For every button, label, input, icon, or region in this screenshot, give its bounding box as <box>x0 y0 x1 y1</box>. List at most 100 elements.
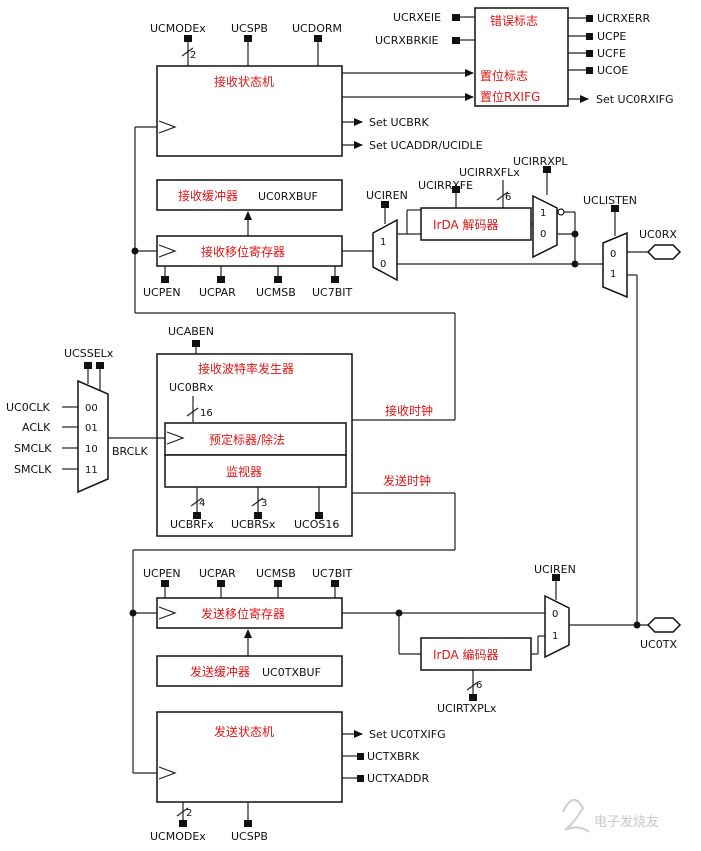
rx-state-machine-title: 接收状态机 <box>214 74 274 89</box>
monitor-title: 监视器 <box>226 464 262 479</box>
watermark-text: 电子发烧友 <box>594 814 659 830</box>
label-six-rx: 6 <box>505 192 511 203</box>
set-rxifg-label: 置位RXIFG <box>480 89 540 104</box>
label-uc7bit-tx: UC7BIT <box>312 567 353 580</box>
irda-decoder-box <box>420 207 532 241</box>
label-ucmsb-tx: UCMSB <box>256 567 296 580</box>
rx-irda-group: UCIREN 1 0 UCIRRXFE 6 UCIRRXFLx IrDA 解码器… <box>366 155 682 625</box>
label-uc0rxbuf: UC0RXBUF <box>258 190 318 203</box>
error-flag-box <box>474 7 569 107</box>
label-ucpar-rx: UCPAR <box>199 286 236 299</box>
tx-state-machine-title: 发送状态机 <box>214 724 274 739</box>
label-ucirrxflx: UCIRRXFLx <box>459 166 520 179</box>
set-flag-label: 置位标志 <box>480 68 528 83</box>
mux-tx-1: 1 <box>552 631 558 642</box>
label-ucirrxfe: UCIRRXFE <box>418 179 473 192</box>
label-ucbrsx: UCBRSx <box>231 518 276 531</box>
label-ucpen-rx: UCPEN <box>143 286 181 299</box>
label-ucirtxplx: UCIRTXPLx <box>437 702 497 715</box>
tx-state-machine-box <box>156 711 343 803</box>
uc0tx-port <box>646 617 682 633</box>
mux-l-0: 0 <box>610 249 616 260</box>
uc0rx-port <box>646 244 682 260</box>
label-uctxaddr: UCTXADDR <box>367 772 429 785</box>
tx-state-machine-group: 发送状态机 Set UC0TXIFG UCTXBRK UCTXADDR 2 UC… <box>133 711 446 843</box>
label-ucspb-bot: UCSPB <box>231 830 268 843</box>
rx-polarity-mux <box>532 194 558 259</box>
label-set-uc0txifg: Set UC0TXIFG <box>369 728 446 741</box>
label-ucdorm: UCDORM <box>292 22 342 35</box>
label-ucpar-tx: UCPAR <box>199 567 236 580</box>
mux-pl-0: 0 <box>540 229 546 240</box>
label-brclk: BRCLK <box>112 445 148 458</box>
tx-buffer-title: 发送缓冲器 <box>190 664 250 679</box>
label-ucrxerr: UCRXERR <box>597 12 651 25</box>
rx-clock-label: 接收时钟 <box>385 403 433 418</box>
mux-rx-0: 0 <box>380 259 386 270</box>
mux-tx-0: 0 <box>552 609 558 620</box>
label-ucspb-top: UCSPB <box>231 22 268 35</box>
label-ucpen-tx: UCPEN <box>143 567 181 580</box>
watermark-group: 电子发烧友 <box>562 799 659 833</box>
label-ucpe: UCPE <box>597 30 626 43</box>
label-ucaben: UCABEN <box>168 325 214 338</box>
mux-rx-1: 1 <box>380 237 386 248</box>
irda-decoder-title: IrDA 解码器 <box>433 218 499 232</box>
rx-ir-mux <box>372 218 398 282</box>
label-ucmodex-top: UCMODEx <box>150 22 206 35</box>
label-ucrxeie: UCRXEIE <box>393 11 441 24</box>
label-ucirrxpl: UCIRRXPL <box>513 155 568 168</box>
label-ucmodex-bot: UCMODEx <box>150 830 206 843</box>
label-smclk-2: SMCLK <box>14 463 52 476</box>
tx-data-path-group: UCPEN UCPAR UCMSB UC7BIT 发送移位寄存器 发送缓冲器 U… <box>129 563 682 715</box>
rx-shift-register-title: 接收移位寄存器 <box>201 244 285 259</box>
label-three: 3 <box>261 498 267 509</box>
label-two-top: 2 <box>190 50 196 61</box>
mux-pl-1: 1 <box>540 208 546 219</box>
sel-11: 11 <box>85 465 98 476</box>
label-uc0rx: UC0RX <box>639 228 677 241</box>
sel-00: 00 <box>85 403 98 414</box>
label-six-tx: 6 <box>476 680 482 691</box>
label-sixteen: 16 <box>200 408 213 419</box>
label-aclk: ACLK <box>22 421 51 434</box>
tx-clock-label: 发送时钟 <box>383 473 431 488</box>
rx-buffer-box <box>156 179 343 211</box>
tx-ir-mux <box>544 594 570 659</box>
sel-10: 10 <box>85 444 98 455</box>
error-flag-group: UCRXEIE UCRXBRKIE 错误标志 置位标志 置位RXIFG UCRX… <box>375 7 674 107</box>
label-ucos16: UCOS16 <box>294 518 339 531</box>
sel-01: 01 <box>85 423 98 434</box>
label-uc0clk: UC0CLK <box>6 401 51 414</box>
label-uc0brx: UC0BRx <box>169 381 214 394</box>
tx-buffer-box <box>156 655 343 687</box>
label-uc0tx: UC0TX <box>640 638 677 651</box>
rx-data-path-group: 接收缓冲器 UC0RXBUF 接收移位寄存器 UCPEN UCPAR UCMSB… <box>131 126 456 421</box>
label-ucrxbrkie: UCRXBRKIE <box>375 34 439 47</box>
irda-encoder-title: IrDA 编码器 <box>433 647 499 662</box>
label-ucfe: UCFE <box>597 47 626 60</box>
label-ucmsb-rx: UCMSB <box>256 286 296 299</box>
baud-generator-title: 接收波特率发生器 <box>198 361 294 376</box>
label-ucssel: UCSSELx <box>64 347 114 360</box>
mux-l-1: 1 <box>610 269 616 280</box>
error-flag-title: 错误标志 <box>490 14 538 28</box>
rx-buffer-title: 接收缓冲器 <box>178 188 238 203</box>
label-set-ucbrk: Set UCBRK <box>369 116 429 129</box>
prescaler-title: 预定标器/除法 <box>209 432 285 447</box>
irda-encoder-box <box>420 637 532 671</box>
label-four: 4 <box>199 498 205 509</box>
rx-shift-register-box <box>156 235 343 267</box>
label-uciren-tx: UCIREN <box>534 563 576 576</box>
label-uc7bit-rx: UC7BIT <box>312 286 353 299</box>
label-uc0txbuf: UC0TXBUF <box>262 666 321 679</box>
label-uclisten: UCLISTEN <box>583 194 637 207</box>
rx-state-machine-group: 2 UCMODEx UCSPB UCDORM 接收状态机 Set UCBRK S… <box>150 22 483 157</box>
rx-listen-mux <box>602 231 628 299</box>
clock-select-group: UCSSELx 00 01 10 11 UC0CLK ACLK SMCLK SM… <box>6 347 165 494</box>
label-uciren-rx: UCIREN <box>366 189 408 202</box>
monitor-box <box>164 454 347 488</box>
label-set-ucaddr: Set UCADDR/UCIDLE <box>369 139 483 152</box>
label-uctxbrk: UCTXBRK <box>367 750 420 763</box>
